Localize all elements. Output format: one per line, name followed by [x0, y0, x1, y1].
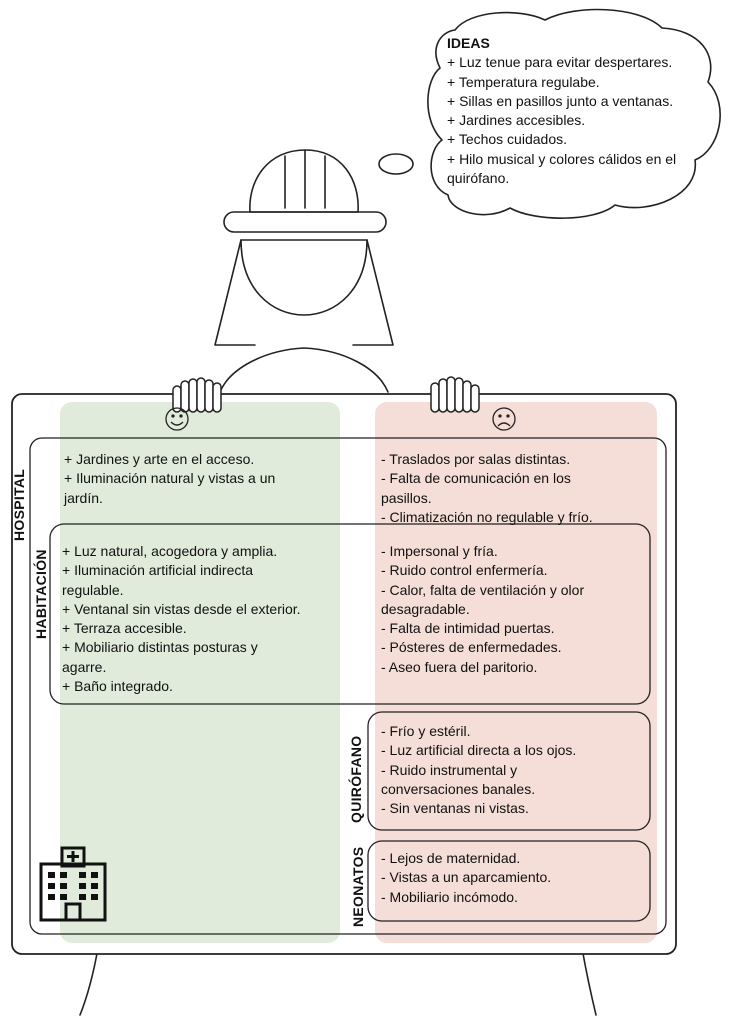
list-item: - Falta de intimidad puertas. — [381, 620, 555, 637]
habitacion-label: HABITACIÓN — [33, 549, 49, 639]
ideas-title: IDEAS — [447, 35, 490, 51]
list-item: - Vistas a un aparcamiento. — [381, 869, 552, 886]
list-item: - Mobiliario incómodo. — [381, 888, 518, 905]
list-item: + Jardines y arte en el acceso. — [64, 451, 255, 467]
habitacion-positive-list: + Luz natural, acogedora y amplia. + Ilu… — [62, 542, 301, 696]
list-item: - Ruido instrumental y — [381, 761, 518, 778]
list-item: + Baño integrado. — [62, 678, 173, 695]
list-item: - Aseo fuera del paritorio. — [381, 658, 538, 675]
list-item: - Pósteres de enfermedades. — [381, 639, 562, 656]
list-item: + Luz natural, acogedora y amplia. — [62, 543, 278, 559]
ideas-item: + Jardines accesibles. — [447, 112, 586, 129]
ideas-item: + Hilo musical y colores cálidos en el — [447, 150, 677, 167]
sad-face-icon — [492, 407, 516, 431]
hospital-building-icon — [39, 846, 107, 922]
list-item: - Sin ventanas ni vistas. — [381, 800, 529, 817]
list-item: + Iluminación natural y vistas a un — [64, 470, 276, 487]
hands — [172, 376, 480, 413]
negative-column — [375, 402, 657, 943]
list-item: - Frío y estéril. — [381, 723, 471, 739]
quirofano-band — [367, 711, 651, 831]
list-item: - Calor, falta de ventilación y olor — [381, 581, 585, 598]
list-item: + Iluminación artificial indirecta — [62, 562, 254, 579]
hospital-band — [29, 437, 667, 935]
ideas-item: + Luz tenue para evitar despertares. — [447, 54, 673, 71]
neonatos-negative-list: - Lejos de maternidad. - Vistas a un apa… — [381, 849, 551, 907]
quirofano-negative-list: - Frío y estéril. - Luz artificial direc… — [381, 722, 576, 818]
ideas-item: + Techos cuidados. — [447, 131, 567, 148]
list-item: - Falta de comunicación en los — [381, 470, 571, 487]
hospital-building-windows — [48, 872, 98, 900]
list-item: jardín. — [64, 489, 103, 506]
habitacion-negative-list: - Impersonal y fría. - Ruido control enf… — [381, 542, 584, 677]
list-item: + Ventanal sin vistas desde el exterior. — [62, 600, 301, 617]
list-item: desagradable. — [381, 600, 470, 617]
smiley-face-icon — [165, 407, 189, 431]
list-item: pasillos. — [381, 489, 432, 506]
list-item: - Ruido control enfermería. — [381, 562, 548, 579]
ideas-item: + Temperatura regulabe. — [447, 73, 600, 90]
quirofano-label: QUIRÓFANO — [348, 735, 364, 823]
list-item: - Impersonal y fría. — [381, 543, 498, 559]
list-item: - Traslados por salas distintas. — [381, 451, 571, 467]
neonatos-label: NEONATOS — [350, 846, 366, 927]
hospital-positive-list: + Jardines y arte en el acceso. + Ilumin… — [64, 450, 275, 508]
ideas-item: quirófano. — [447, 170, 510, 187]
hospital-negative-list: - Traslados por salas distintas. - Falta… — [381, 450, 593, 527]
ideas-text: IDEAS + Luz tenue para evitar despertare… — [447, 34, 676, 188]
ideas-item: + Sillas en pasillos junto a ventanas. — [447, 92, 674, 109]
list-item: regulable. — [62, 581, 124, 598]
list-item: + Terraza accesible. — [62, 620, 187, 637]
hospital-label: HOSPITAL — [11, 468, 27, 541]
habitacion-band — [49, 523, 651, 705]
list-item: - Luz artificial directa a los ojos. — [381, 742, 577, 759]
thought-bubble-small — [378, 153, 414, 175]
list-item: agarre. — [62, 658, 107, 675]
neonatos-band — [367, 840, 651, 922]
positive-column — [60, 402, 340, 943]
thought-cloud — [427, 8, 721, 219]
list-item: + Mobiliario distintas posturas y — [62, 639, 258, 656]
list-item: - Lejos de maternidad. — [381, 850, 521, 866]
list-item: - Climatización no regulable y frío. — [381, 508, 593, 525]
list-item: conversaciones banales. — [381, 780, 536, 797]
